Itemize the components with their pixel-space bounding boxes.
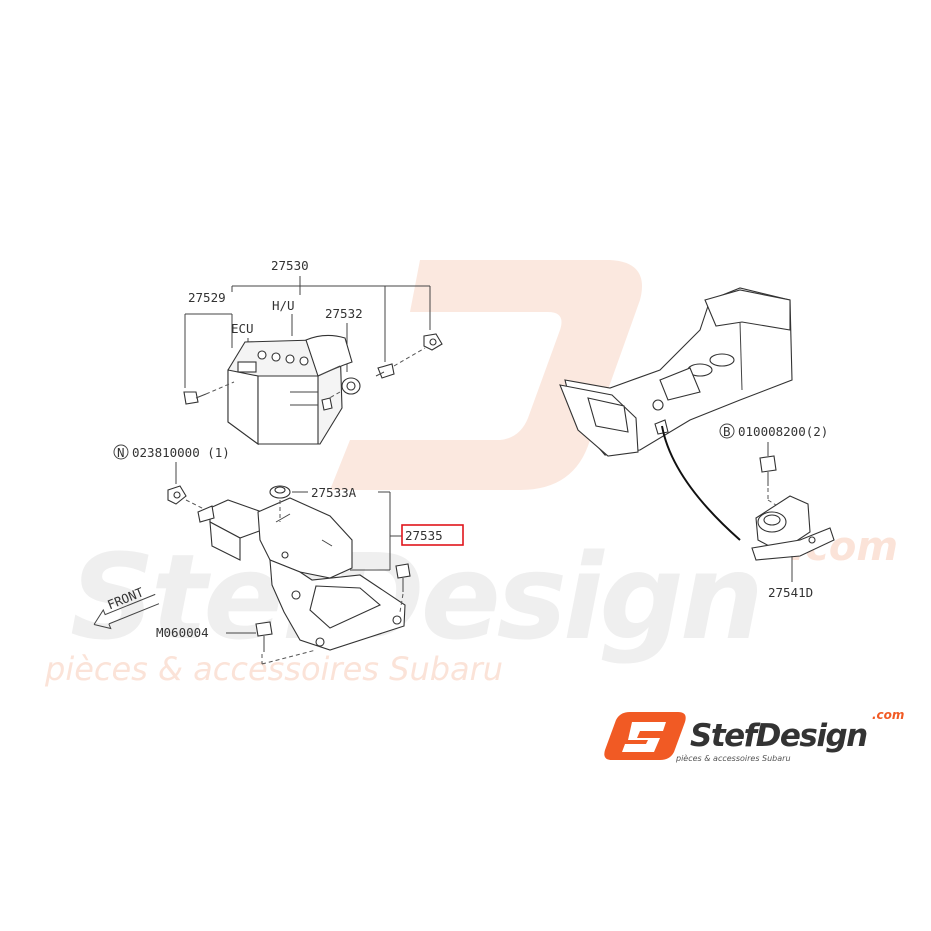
nut-callout: N 023810000 (1) — [113, 444, 230, 511]
bracket-assembly — [197, 497, 406, 651]
connection-curve — [661, 425, 741, 541]
nut-top — [423, 333, 443, 351]
label-27535: 27535 — [405, 528, 443, 543]
grommet-27533a: 27533A — [269, 485, 402, 571]
grommet-27532 — [321, 377, 361, 411]
watermark-s-inner — [415, 330, 530, 400]
highlight-box[interactable] — [401, 524, 464, 546]
watermark-tagline: pièces & accessoires Subaru — [44, 650, 503, 688]
logo-badge-s — [622, 722, 666, 752]
part-27535-highlight[interactable]: 27535 — [401, 524, 464, 546]
watermark-s-logo — [330, 260, 642, 490]
logo-badge — [604, 712, 686, 760]
nut-prefix: N — [117, 445, 125, 460]
bolt-m060004: M060004 — [156, 621, 317, 665]
callout-27530: 27530 27529 H/U ECU 27532 — [184, 258, 431, 388]
label-hu: H/U — [272, 298, 295, 313]
sensor-bolt — [183, 381, 235, 405]
watermark: StefDesign .com pièces & accessoires Sub… — [44, 260, 898, 688]
stefdesign-logo: StefDesign .com pièces & accessoires Sub… — [604, 708, 904, 763]
label-27533a: 27533A — [311, 485, 357, 500]
bolt-prefix-circle — [719, 423, 735, 439]
watermark-brand: StefDesign — [70, 528, 760, 666]
logo-dotcom: .com — [872, 708, 904, 722]
label-ecu: ECU — [231, 321, 254, 336]
label-nut-code: 023810000 (1) — [132, 445, 230, 460]
center-console — [559, 287, 793, 457]
bracket-bolt — [395, 563, 411, 613]
label-27532: 27532 — [325, 306, 363, 321]
bolt-prefix: B — [723, 424, 731, 439]
nut-prefix-circle — [113, 444, 129, 460]
hydraulic-unit — [227, 334, 353, 446]
sensor-27541d: 27541D — [751, 495, 835, 600]
logo-wordmark: StefDesign — [690, 718, 867, 754]
label-m060004: M060004 — [156, 625, 209, 640]
logo-tagline: pièces & accessoires Subaru — [675, 753, 791, 763]
label-27529: 27529 — [188, 290, 226, 305]
bolt-b-callout: B 010008200(2) — [719, 423, 828, 525]
label-bolt-b-code: 010008200(2) — [738, 424, 828, 439]
label-27541d: 27541D — [768, 585, 813, 600]
label-27530: 27530 — [271, 258, 309, 273]
stud-bolt — [375, 347, 426, 379]
